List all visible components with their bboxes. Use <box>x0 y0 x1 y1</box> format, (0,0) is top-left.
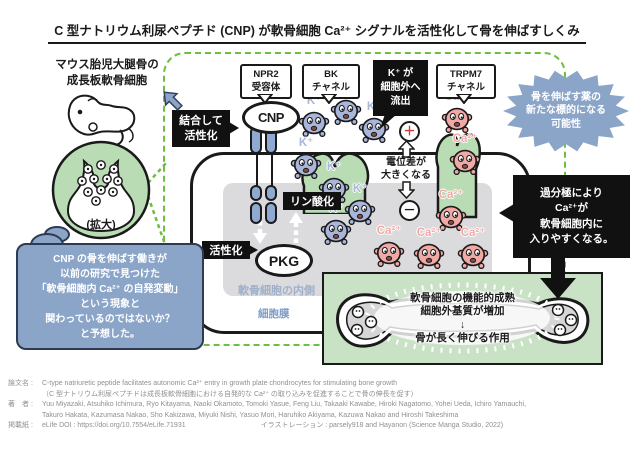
citation-paper-row: 論文名 : C-type natriuretic peptide facilit… <box>8 379 630 390</box>
phosphorylation-badge: リン酸化 <box>283 192 341 210</box>
citation-authors-row2: Takuro Hakata, Kazumasa Nakao, Sho Kakiz… <box>8 411 630 422</box>
ca-ion-character: Ca²⁺ <box>430 189 472 232</box>
journal-doi: eLife DOI : https://doi.org/10.7554/eLif… <box>42 422 186 429</box>
npr2-receptor-stalk <box>270 152 273 186</box>
bk-label-tail <box>321 94 337 104</box>
paper-title-ja: （C 型ナトリウム利尿ペプチドは成長板軟骨細胞における自発的な Ca²⁺ の取り… <box>42 390 418 398</box>
ca-ion-character: Ca²⁺ <box>452 227 494 270</box>
activation-badge-tail <box>249 245 258 255</box>
bone-growth-text: 軟骨細胞の機能的成熟 細胞外基質が増加 ↓ 骨が長く伸びる作用 <box>322 272 603 365</box>
specimen-label: マウス胎児大腿骨の 成長板軟骨細胞 <box>55 59 159 87</box>
authors-line2: Takuro Hakata, Kazumasa Nakao, Sho Kakiz… <box>42 411 459 419</box>
authors-line1: Yuu Miyazaki, Atsuhiko Ichimura, Ryo Kit… <box>42 401 527 408</box>
page-title: C 型ナトリウム利尿ペプチド (CNP) が軟骨細胞 Ca²⁺ シグナルを活性化… <box>0 20 634 44</box>
k-ion-character: K⁺ <box>318 203 354 246</box>
footer-citation: 論文名 : C-type natriuretic peptide facilit… <box>8 379 630 432</box>
big-down-arrow-icon <box>540 254 576 299</box>
bone-illustration <box>336 282 590 354</box>
voltage-label: 電位差が 大きくなる <box>381 157 431 181</box>
npr2-receptor-intracellular <box>265 185 277 201</box>
k-efflux-callout: K⁺ が 細胞外へ 流出 <box>373 60 428 116</box>
hyperpolarization-callout-tail <box>499 204 514 222</box>
npr2-receptor-intracellular <box>265 202 277 224</box>
hyperpolarization-callout: 過分極により Ca²⁺が 軟骨細胞内に 入りやすくなる。 <box>513 175 630 258</box>
minus-sign: － <box>399 200 420 221</box>
cnp-ligand: CNP <box>242 101 300 134</box>
magnify-connector-lines <box>146 161 169 251</box>
mouse-embryo-illustration <box>67 94 136 146</box>
npr2-label-tail <box>257 94 273 104</box>
citation-journal-row: 掲載紙 : eLife DOI : https://doi.org/10.755… <box>8 421 630 432</box>
hypothesis-bubble: CNP の骨を伸ばす働きが 以前の研究で見つけた 「軟骨細胞内 Ca²⁺ の自発… <box>16 243 204 350</box>
magnify-label: (拡大) <box>86 219 116 231</box>
voltage-arrow-up-icon <box>398 140 415 158</box>
bind-activate-badge-tail <box>229 122 239 134</box>
plus-sign: ＋ <box>399 121 420 142</box>
pointer-arrow-icon <box>163 91 183 111</box>
cytoplasm-label: 軟骨細胞の内側 <box>238 285 315 297</box>
k-ion-character: K⁺ <box>296 95 332 138</box>
npr2-receptor-stalk <box>255 152 258 186</box>
citation-paper-ja-row: （C 型ナトリウム利尿ペプチドは成長板軟骨細胞における自発的な Ca²⁺ の取り… <box>8 390 630 401</box>
pkg-enzyme: PKG <box>255 244 313 277</box>
k-ion-character: K⁺ <box>316 161 352 204</box>
citation-authors-row: 著 者 : Yuu Miyazaki, Atsuhiko Ichimura, R… <box>8 400 630 411</box>
paper-title: C-type natriuretic peptide facilitates a… <box>42 380 398 387</box>
starburst-shape <box>503 70 629 152</box>
npr2-receptor-intracellular <box>250 202 262 224</box>
k-ion-character: K⁺ <box>342 183 378 226</box>
ca-ion-character: Ca²⁺ <box>444 133 486 176</box>
membrane-label: 細胞膜 <box>258 308 290 320</box>
activation-badge: 活性化 <box>202 241 250 259</box>
illustration-credit: イラストレーション : parsely918 and Hayanon (Scie… <box>260 422 504 429</box>
trpm7-label-tail <box>456 94 472 104</box>
down-arrow-glyph: ↓ <box>459 318 466 331</box>
k-efflux-callout-tail <box>380 114 397 129</box>
bind-activate-badge: 結合して 活性化 <box>172 110 230 147</box>
k-ion-character: K⁺ <box>288 137 324 180</box>
magnified-growth-plate <box>51 140 151 240</box>
npr2-receptor-intracellular <box>250 185 262 201</box>
phosphorylation-arrow-up-icon <box>289 212 303 243</box>
drug-target-note: 骨を伸ばす薬の 新たな標的になる 可能性 <box>526 91 606 130</box>
ca-ion-character: Ca²⁺ <box>408 227 450 270</box>
ca-ion-character: Ca²⁺ <box>368 225 410 268</box>
voltage-arrow-down-icon <box>398 181 415 199</box>
